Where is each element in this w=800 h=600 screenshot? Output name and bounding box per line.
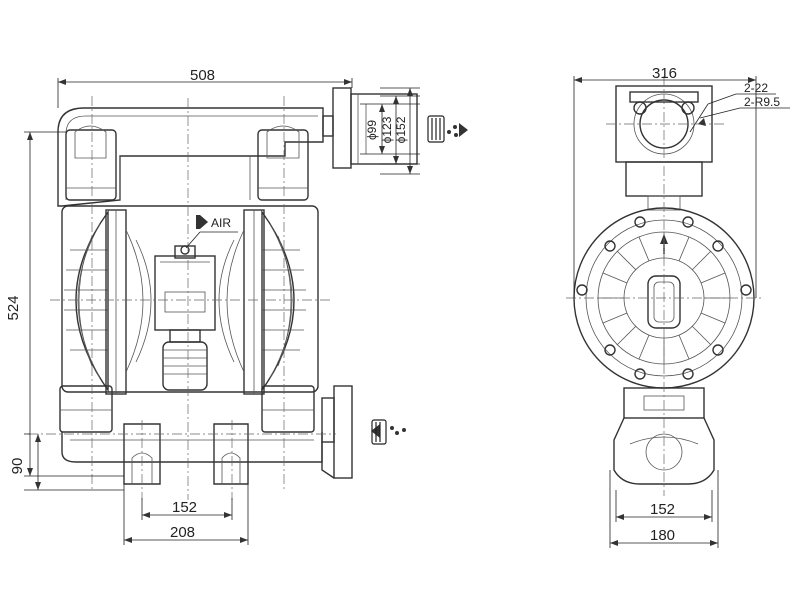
side-callout-1: 2-22 [744,81,768,95]
inlet-neck [321,397,335,443]
inlet-flange [333,385,353,479]
upper-right-block [257,129,309,201]
outlet-flange-a [332,87,352,169]
front-height-label: 524 [5,295,22,320]
air-label: AIR [211,216,231,230]
front-width-label: 508 [190,67,215,84]
muffler-neck [169,329,201,343]
right-foot [213,423,249,485]
left-foot [123,423,161,485]
top-manifold [57,107,324,207]
valve-outlet-icon [427,115,468,143]
side-ribs [598,232,730,364]
outlet-d3-label: ϕ152 [394,116,408,143]
air-valve-window [164,291,206,313]
air-valve-block [154,255,216,331]
air-valve-icon [196,215,208,229]
front-base-height-label: 90 [9,458,26,475]
lower-right-block [261,385,315,433]
front-foot-width-label: 208 [170,524,195,541]
right-diaphragm [261,209,295,393]
front-dimensions [24,78,420,545]
side-foot-spacing-label: 152 [650,501,675,518]
side-callout-2: 2-R9.5 [744,95,780,109]
upper-left-block [65,129,117,201]
outlet-neck [322,115,334,137]
bottom-manifold [61,432,323,463]
front-view [28,87,418,500]
outlet-d1-label: ϕ99 [365,120,379,140]
left-diaphragm [75,209,109,393]
side-dimensions [573,76,790,548]
side-foot-width-label: 180 [650,527,675,544]
side-width-label: 316 [652,65,677,82]
valve-inlet-icon [371,419,406,445]
outlet-d2-label: ϕ123 [380,116,394,143]
side-view [566,76,762,496]
pump-body [61,205,319,393]
lower-left-block [59,385,113,433]
front-foot-spacing-label: 152 [172,499,197,516]
